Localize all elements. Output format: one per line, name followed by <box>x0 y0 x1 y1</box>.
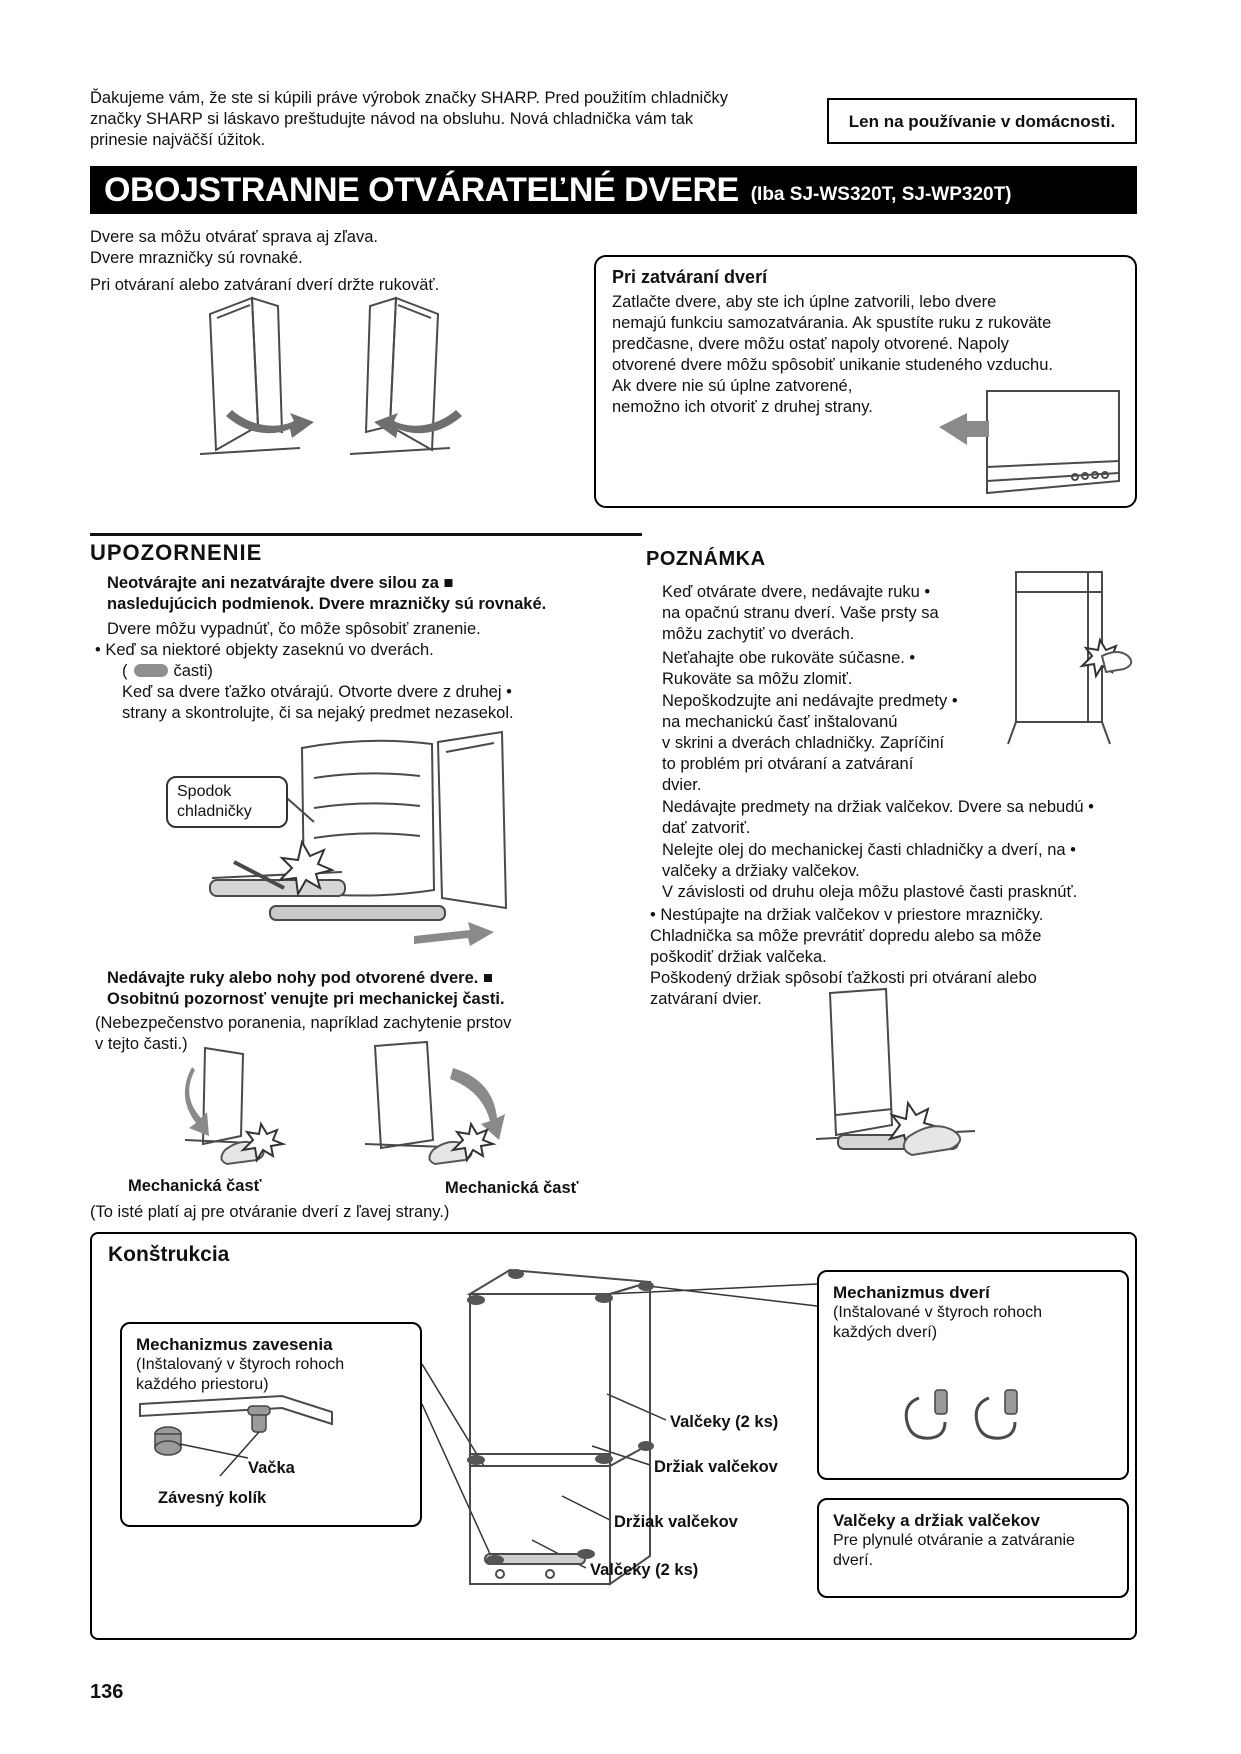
doors-intro-line2: Dvere mrazničky sú rovnaké. <box>90 249 303 267</box>
rollers-box-title: Valčeky a držiak valčekov <box>833 1511 1040 1530</box>
cabinet-construction-illustration <box>400 1254 740 1609</box>
hinge-detail-illustration <box>132 1386 412 1481</box>
hinge-mechanism-box: Mechanizmus zavesenia (Inštalovaný v šty… <box>120 1322 422 1527</box>
closing-box-title: Pri zatváraní dverí <box>612 267 768 287</box>
warning-part-line: ( časti) <box>122 661 213 682</box>
doors-open-illustration <box>180 292 510 467</box>
hinge-pin-label: Závesný kolík <box>158 1489 267 1507</box>
intro-paragraph: Ďakujeme vám, že ste si kúpili práve výr… <box>90 89 728 149</box>
mechanical-part-label-right: Mechanická časť <box>445 1179 579 1197</box>
doors-intro-line3: Pri otváraní alebo zatváraní dverí držte… <box>90 276 440 294</box>
cam-label: Vačka <box>248 1459 295 1477</box>
warning-lead2: Nedávajte ruky alebo nohy pod otvorené d… <box>107 969 505 1008</box>
warning-footnote: (To isté platí aj pre otváranie dverí z … <box>90 1203 450 1221</box>
foot-on-roller-holder-illustration <box>790 985 1000 1180</box>
note-item: Nepoškodzujte ani nedávajte predmety • n… <box>662 692 958 794</box>
hand-caught-door-illustration <box>988 562 1138 752</box>
warning-bullet2: Keď sa dvere ťažko otvárajú. Otvorte dve… <box>122 683 514 722</box>
construction-section: Konštrukcia Mechanizmus zavesenia (Inšta… <box>90 1232 1137 1640</box>
door-box-subtitle: (Inštalované v štyroch rohoch každých dv… <box>833 1304 1042 1341</box>
rollers-bottom-label: Valčeky (2 ks) <box>590 1561 699 1579</box>
model-list: (Iba SJ-WS320T, SJ-WP320T) <box>750 183 1012 205</box>
hinge-box-title: Mechanizmus zavesenia <box>136 1335 333 1354</box>
hinge-box-subtitle: (Inštalovaný v štyroch rohoch každého pr… <box>136 1356 345 1393</box>
door-mechanism-box: Mechanizmus dverí (Inštalované v štyroch… <box>817 1270 1129 1480</box>
note-item: Keď otvárate dvere, nedávajte ruku • na … <box>662 583 939 643</box>
note-item: Nedávajte predmety na držiak valčekov. D… <box>662 798 1094 837</box>
mechanical-part-label-left: Mechanická časť <box>128 1177 262 1195</box>
warning-p2: (Nebezpečenstvo poranenia, napríklad zac… <box>95 1014 512 1053</box>
doors-intro-line1: Dvere sa môžu otvárať sprava aj zľava. <box>90 228 378 246</box>
part-label: časti) <box>173 662 213 680</box>
note-heading: POZNÁMKA <box>646 548 766 570</box>
warning-p1: Dvere môžu vypadnúť, čo môže spôsobiť zr… <box>107 620 481 638</box>
page-number: 136 <box>90 1681 124 1703</box>
door-corner-illustration <box>927 385 1127 500</box>
page-title: OBOJSTRANNE OTVÁRATEĽNÉ DVERE <box>104 170 739 209</box>
domestic-use-text: Len na používanie v domácnosti. <box>848 111 1116 131</box>
construction-heading: Konštrukcia <box>108 1243 230 1266</box>
door-box-title: Mechanizmus dverí <box>833 1283 990 1302</box>
note-item: Neťahajte obe rukoväte súčasne. • Rukovä… <box>662 649 916 688</box>
title-banner: OBOJSTRANNE OTVÁRATEĽNÉ DVERE (Iba SJ-WS… <box>90 166 1137 214</box>
note-item: • Nestúpajte na držiak valčekov v priest… <box>650 906 1044 1008</box>
roller-holder-top-label: Držiak valčekov <box>654 1458 778 1476</box>
rollers-box-body: Pre plynulé otváranie a zatváranie dverí… <box>833 1532 1075 1569</box>
section-divider <box>90 533 642 536</box>
bottom-of-fridge-callout: Spodok chladničky <box>166 776 288 828</box>
rollers-holder-box: Valčeky a držiak valčekov Pre plynulé ot… <box>817 1498 1129 1598</box>
paren-open: ( <box>122 662 128 680</box>
fridge-open-illustration <box>152 730 552 965</box>
feet-under-door-illustration <box>165 1040 595 1175</box>
gray-part-icon <box>133 664 168 677</box>
roller-holder-bottom-label: Držiak valčekov <box>614 1513 738 1531</box>
closing-box-body2: Ak dvere nie sú úplne zatvorené, nemožno… <box>612 377 873 416</box>
door-mechanism-illustration <box>889 1382 1059 1462</box>
warning-lead: Neotvárajte ani nezatvárajte dvere silou… <box>107 574 547 613</box>
closing-box-body: Zatlačte dvere, aby ste ich úplne zatvor… <box>612 293 1053 374</box>
rollers-top-label: Valčeky (2 ks) <box>670 1413 779 1431</box>
closing-door-note-box: Pri zatváraní dverí Zatlačte dvere, aby … <box>594 255 1137 508</box>
warning-heading: UPOZORNENIE <box>90 540 263 565</box>
warning-bullet1: • Keď sa niektoré objekty zaseknú vo dve… <box>95 641 434 659</box>
domestic-use-box: Len na používanie v domácnosti. <box>827 98 1137 144</box>
note-item: Nelejte olej do mechanickej časti chladn… <box>662 841 1078 901</box>
